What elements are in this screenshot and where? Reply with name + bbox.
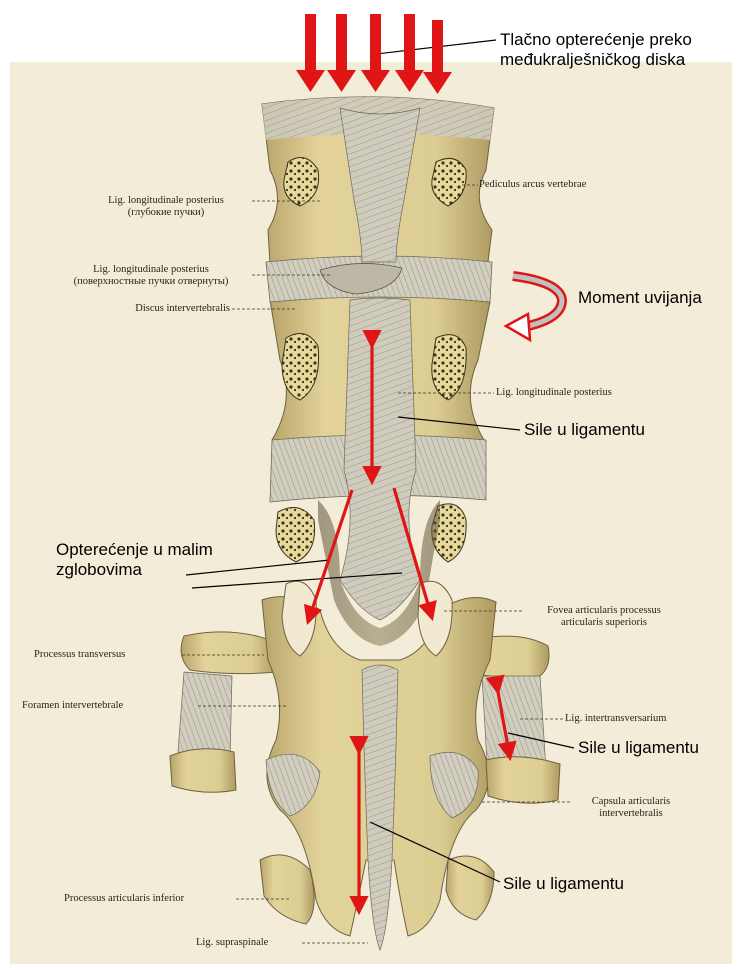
annotation-ligament-force-2: Sile u ligamentu bbox=[578, 738, 699, 758]
label-lig-long-post-right: Lig. longitudinale posterius bbox=[496, 387, 612, 399]
label-discus: Discus intervertebralis bbox=[60, 303, 230, 315]
label-lig-supraspinale: Lig. supraspinale bbox=[196, 937, 268, 949]
label-lig-long-post-deep: Lig. longitudinale posterius (глубокие п… bbox=[82, 195, 250, 219]
label-proc-art-inf: Processus articularis inferior bbox=[64, 893, 184, 905]
label-fovea: Fovea articularis processus articularis … bbox=[520, 605, 688, 629]
label-proc-transversus: Processus transversus bbox=[34, 649, 125, 661]
annotation-ligament-force-3: Sile u ligamentu bbox=[503, 874, 624, 894]
intertransverse-ligament-left bbox=[178, 672, 232, 760]
label-capsula: Capsula articularis intervertebralis bbox=[566, 796, 696, 820]
label-lig-intertrans: Lig. intertransversarium bbox=[565, 713, 666, 725]
label-foramen: Foramen intervertebrale bbox=[22, 700, 123, 712]
annotation-compression: Tlačno opterećenje preko međukralješničk… bbox=[500, 30, 692, 70]
annotation-torsion: Moment uvijanja bbox=[578, 288, 702, 308]
annotation-facet-load: Opterećenje u malim zglobovima bbox=[56, 540, 213, 580]
annotation-ligament-force-1: Sile u ligamentu bbox=[524, 420, 645, 440]
label-pediculus: Pediculus arcus vertebrae bbox=[479, 179, 586, 191]
label-lig-long-post-superficial: Lig. longitudinale posterius (поверхност… bbox=[46, 264, 256, 288]
transverse-process-left bbox=[181, 632, 276, 674]
